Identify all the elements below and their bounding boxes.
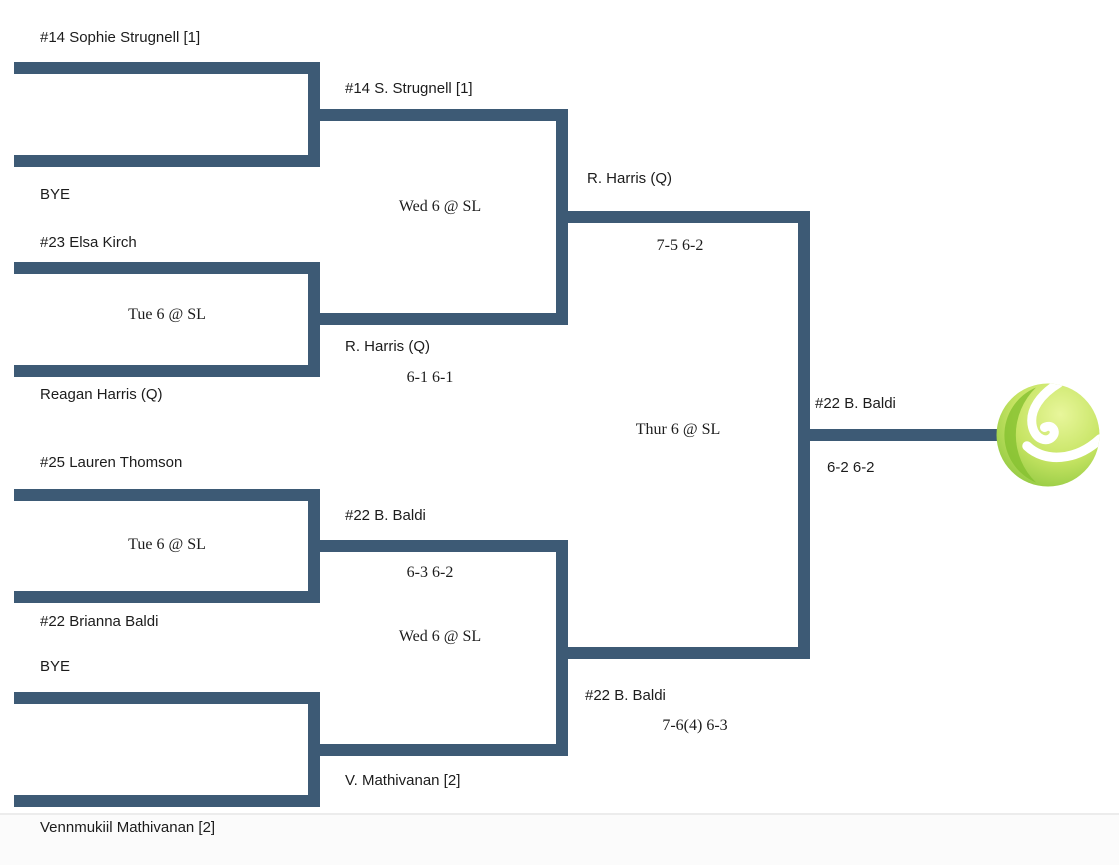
bracket-line-r2m1-stub <box>556 211 810 223</box>
match-score: 7-5 6-2 <box>656 237 704 254</box>
player-name: #25 Lauren Thomson <box>40 454 183 471</box>
bracket-line-r1m4-bottom <box>14 795 320 807</box>
bracket-line-r1m1-bottom <box>14 155 320 167</box>
match-score: 6-3 6-2 <box>406 564 454 581</box>
bracket-line-champion <box>798 429 1010 441</box>
player-name: #22 B. Baldi <box>585 687 666 704</box>
match-schedule: Wed 6 @ SL <box>398 198 482 215</box>
player-name: R. Harris (Q) <box>587 170 672 187</box>
bracket-line-r1m3-stub <box>308 540 568 552</box>
bracket-line-r1m3-bottom <box>14 591 320 603</box>
bracket-line-r1m1-top <box>14 62 320 74</box>
match-score: 6-1 6-1 <box>406 369 454 386</box>
player-name: Vennmukiil Mathivanan [2] <box>40 819 216 836</box>
match-schedule: Tue 6 @ SL <box>128 536 206 553</box>
player-name: #14 Sophie Strugnell [1] <box>40 29 201 46</box>
player-name: BYE <box>40 658 71 675</box>
ball-shading <box>1004 387 1036 483</box>
bracket-line-r1m2-bottom <box>14 365 320 377</box>
player-name: #14 S. Strugnell [1] <box>345 80 473 97</box>
player-name: #22 B. Baldi <box>345 507 426 524</box>
page-boundary <box>0 813 1119 865</box>
player-name: Reagan Harris (Q) <box>40 386 163 403</box>
tennis-ball-icon <box>996 383 1100 487</box>
player-name: V. Mathivanan [2] <box>345 772 461 789</box>
bracket-line-r1m3-top <box>14 489 320 501</box>
bracket-line-r1m1-stub <box>308 109 568 121</box>
bracket-line-r1m2-stub <box>308 313 568 325</box>
bracket-line-r1m4-stub <box>308 744 568 756</box>
ball-seam-upper <box>1027 383 1064 445</box>
match-score: 7-6(4) 6-3 <box>662 717 728 734</box>
bracket-line-r1m2-top <box>14 262 320 274</box>
champion-name: #22 B. Baldi <box>815 395 896 412</box>
player-name: BYE <box>40 186 71 203</box>
bracket-line-r2m2-stub <box>556 647 810 659</box>
player-name: #22 Brianna Baldi <box>40 613 159 630</box>
player-name: #23 Elsa Kirch <box>40 234 137 251</box>
champion-score: 6-2 6-2 <box>827 459 875 476</box>
ball-seam-lower <box>1022 434 1100 462</box>
match-schedule: Thur 6 @ SL <box>635 421 721 438</box>
player-name: R. Harris (Q) <box>345 338 430 355</box>
match-schedule: Wed 6 @ SL <box>398 628 482 645</box>
match-schedule: Tue 6 @ SL <box>128 306 206 323</box>
bracket-line-r1m4-top <box>14 692 320 704</box>
